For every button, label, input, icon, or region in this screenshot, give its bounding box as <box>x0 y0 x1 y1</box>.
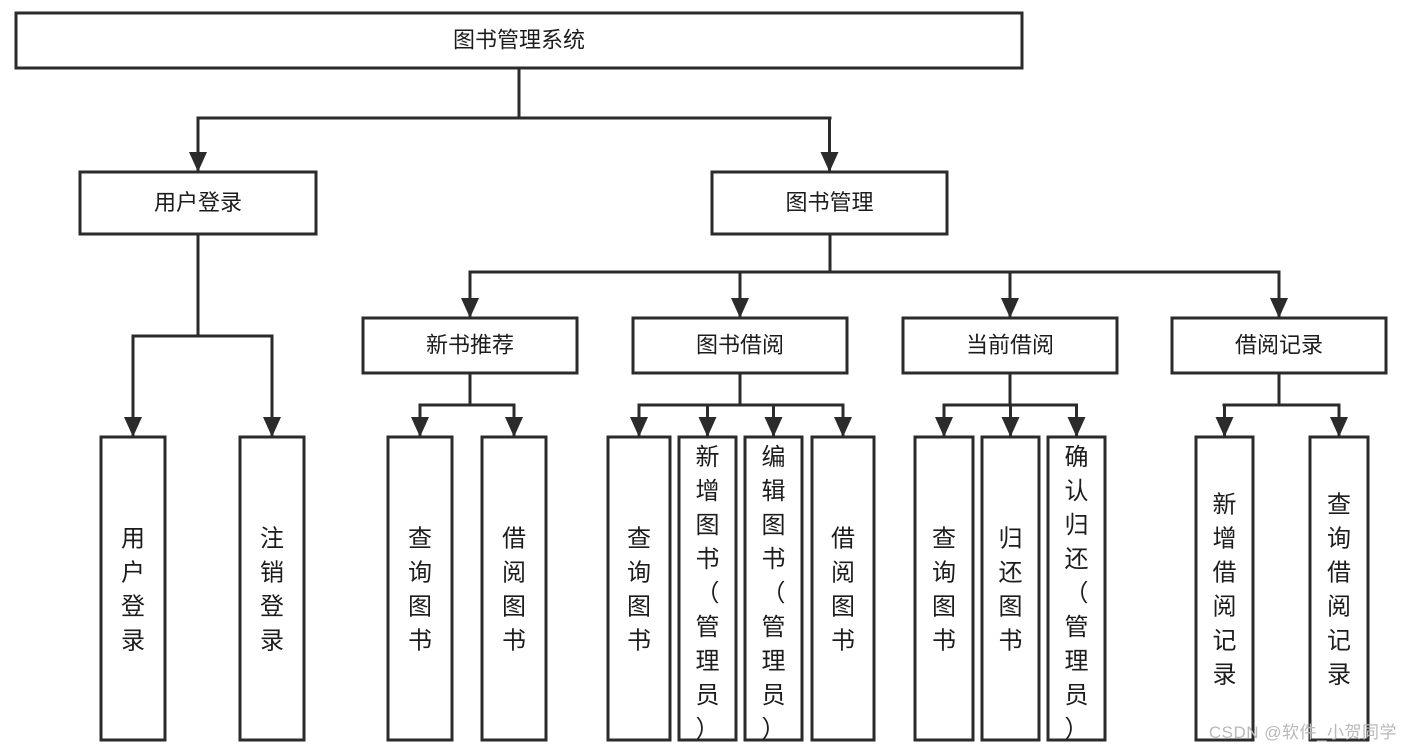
level3-node-label: 新书推荐 <box>426 332 514 357</box>
leaf-rect <box>1194 435 1255 742</box>
watermark-label: CSDN @软件_小贺同学 <box>1208 723 1397 742</box>
arrow-head-icon <box>820 152 839 172</box>
leaf-node-注销登录-1[interactable]: 注销登录 <box>238 435 306 742</box>
arrow-head-icon <box>189 152 207 172</box>
arrow-head-icon <box>731 298 749 318</box>
arrow-head-icon <box>411 417 429 437</box>
arrow-head-icon <box>263 417 281 437</box>
arrow-head-icon <box>1330 417 1348 437</box>
leaf-rect <box>386 435 454 742</box>
leaf-rect <box>980 435 1041 742</box>
root-node-label: 图书管理系统 <box>453 27 585 52</box>
level3-node-rect <box>901 316 1119 375</box>
leaf-node-新增图书管理员-5[interactable]: 新增图书（管理员） <box>677 435 738 743</box>
arrow-head-icon <box>1001 298 1019 318</box>
leaf-rect <box>606 435 672 742</box>
arrow-head-icon <box>630 417 648 437</box>
leaf-rect <box>1046 435 1107 742</box>
leaf-rect <box>677 435 738 742</box>
leaf-rect <box>99 435 167 742</box>
level3-node-当前借阅[interactable]: 当前借阅 <box>901 316 1119 375</box>
arrow-head-icon <box>505 417 523 437</box>
node-layer: 图书管理系统用户登录图书管理新书推荐图书借阅当前借阅借阅记录用户登录注销登录查询… <box>14 11 1388 743</box>
connector-layer <box>124 66 1348 437</box>
level2-node-用户登录[interactable]: 用户登录 <box>78 170 318 236</box>
leaf-label: 用户登录 <box>121 526 145 655</box>
leaf-rect <box>480 435 548 742</box>
root-node-图书管理系统[interactable]: 图书管理系统 <box>14 11 1024 70</box>
arrow-head-icon <box>1067 417 1086 437</box>
level3-node-rect <box>631 316 849 375</box>
leaf-label: 归还图书 <box>999 526 1023 655</box>
level2-node-label: 用户登录 <box>154 190 242 215</box>
leaf-label: 查询图书 <box>627 526 651 655</box>
leaf-label: 查询借阅记录 <box>1327 492 1351 689</box>
level3-node-图书借阅[interactable]: 图书借阅 <box>631 316 849 375</box>
leaf-rect <box>913 435 975 742</box>
leaf-label: 注销登录 <box>260 526 284 655</box>
arrow-head-icon <box>1001 417 1020 437</box>
level2-node-label: 图书管理 <box>785 190 873 215</box>
leaf-label: 新增图书（管理员） <box>696 444 720 743</box>
level2-node-rect <box>710 170 949 236</box>
level3-node-label: 当前借阅 <box>966 332 1054 357</box>
level2-node-rect <box>78 170 318 236</box>
leaf-rect <box>743 435 804 742</box>
leaf-rect <box>810 435 876 742</box>
leaf-node-查询图书-4[interactable]: 查询图书 <box>606 435 672 742</box>
leaf-rect <box>1308 435 1370 742</box>
leaf-label: 查询图书 <box>932 526 956 655</box>
leaf-node-借阅图书-7[interactable]: 借阅图书 <box>810 435 876 742</box>
leaf-node-确认归还管理员-10[interactable]: 确认归还（管理员） <box>1046 435 1107 743</box>
leaf-node-借阅图书-3[interactable]: 借阅图书 <box>480 435 548 742</box>
arrow-head-icon <box>124 417 142 437</box>
leaf-label: 编辑图书（管理员） <box>762 444 786 743</box>
arrow-head-icon <box>461 298 479 318</box>
leaf-label: 借阅图书 <box>831 526 855 655</box>
leaf-node-查询借阅记录-12[interactable]: 查询借阅记录 <box>1308 435 1370 742</box>
level2-node-图书管理[interactable]: 图书管理 <box>710 170 949 236</box>
arrow-head-icon <box>1270 298 1288 318</box>
level3-node-借阅记录[interactable]: 借阅记录 <box>1170 316 1388 375</box>
leaf-node-用户登录-0[interactable]: 用户登录 <box>99 435 167 742</box>
level3-node-label: 借阅记录 <box>1235 332 1323 357</box>
leaf-node-编辑图书管理员-6[interactable]: 编辑图书（管理员） <box>743 435 804 743</box>
leaf-label: 借阅图书 <box>502 526 526 655</box>
arrow-head-icon <box>834 417 852 437</box>
leaf-node-查询图书-8[interactable]: 查询图书 <box>913 435 975 742</box>
root-node-rect <box>14 11 1024 70</box>
leaf-rect <box>238 435 306 742</box>
level3-node-rect <box>1170 316 1388 375</box>
arrow-head-icon <box>1215 417 1234 437</box>
leaf-node-归还图书-9[interactable]: 归还图书 <box>980 435 1041 742</box>
leaf-node-新增借阅记录-11[interactable]: 新增借阅记录 <box>1194 435 1255 742</box>
leaf-node-查询图书-2[interactable]: 查询图书 <box>386 435 454 742</box>
level3-node-label: 图书借阅 <box>696 332 784 357</box>
leaf-label: 新增借阅记录 <box>1213 492 1237 689</box>
level3-node-新书推荐[interactable]: 新书推荐 <box>361 316 579 375</box>
leaf-label: 确认归还（管理员） <box>1065 444 1089 743</box>
arrow-head-icon <box>698 417 717 437</box>
arrow-head-icon <box>764 417 783 437</box>
arrow-head-icon <box>935 417 953 437</box>
level3-node-rect <box>361 316 579 375</box>
leaf-label: 查询图书 <box>408 526 432 655</box>
